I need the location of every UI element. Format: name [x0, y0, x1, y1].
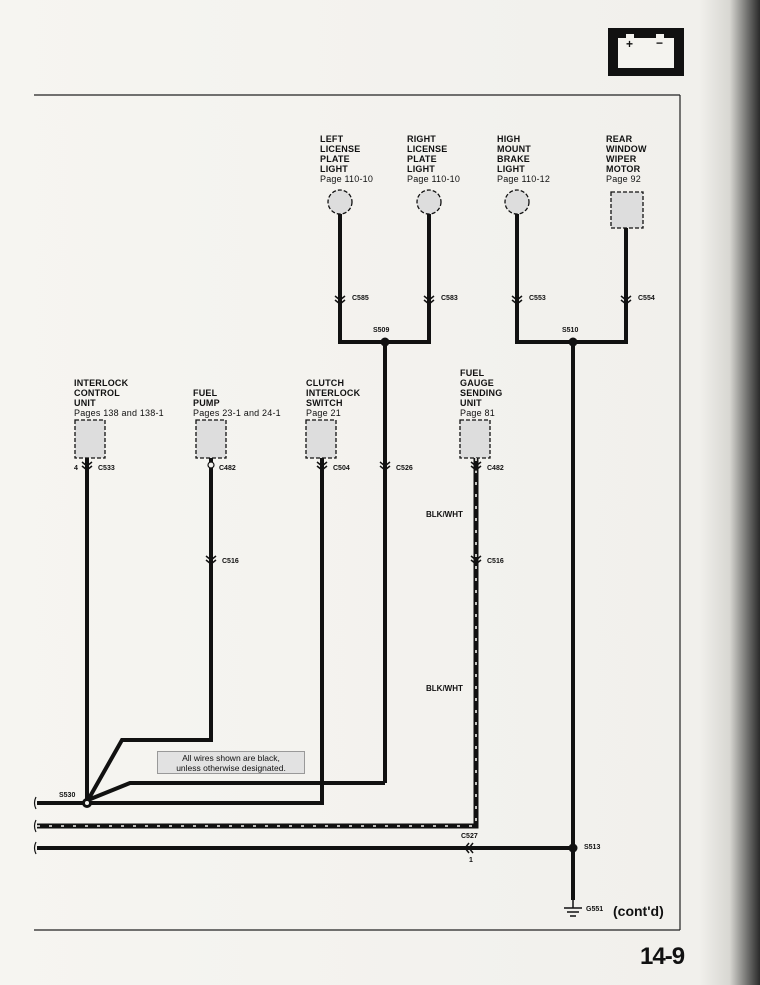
fuel-pump-connector-pin: [207, 461, 215, 469]
splice-s509: S509: [373, 327, 390, 334]
connector-chevrons: [81, 295, 632, 854]
black-wires: [37, 214, 628, 900]
splice-dots: [82, 337, 578, 853]
component-boxes: [74, 191, 644, 459]
svg-text:−: −: [656, 36, 663, 50]
splice-s530: S530: [59, 792, 76, 799]
c527-pin: 1: [469, 857, 473, 864]
s530-splice-center: [85, 801, 89, 805]
connector-c553: C553: [529, 295, 546, 302]
wire-break-marks: [33, 796, 37, 855]
connector-c583: C583: [441, 295, 458, 302]
connector-c482-fuel-gauge: C482: [487, 465, 504, 472]
page-number: 14-9: [640, 943, 685, 970]
wire-color-note: All wires shown are black, unless otherw…: [157, 751, 305, 774]
connector-c504: C504: [333, 465, 350, 472]
connector-c516-fuel-pump: C516: [222, 558, 239, 565]
splice-s510: S510: [562, 327, 579, 334]
splice-s513: S513: [584, 844, 601, 851]
connector-c526: C526: [396, 465, 413, 472]
ground-icon: [564, 900, 582, 917]
svg-text:+: +: [626, 37, 633, 51]
light-symbols: [327, 189, 530, 215]
connector-c533: C533: [98, 465, 115, 472]
c533-pin: 4: [74, 465, 78, 472]
connector-c516-fuel-gauge: C516: [487, 558, 504, 565]
connector-c585: C585: [352, 295, 369, 302]
wire-color-blk-wht-upper: BLK/WHT: [426, 510, 463, 519]
ground-g551: G551: [586, 906, 604, 913]
connector-c554: C554: [638, 295, 655, 302]
continued-label: (cont'd): [613, 903, 664, 919]
blk-wht-wire: [37, 458, 479, 829]
connector-c527: C527: [461, 833, 478, 840]
battery-icon: + −: [608, 28, 684, 76]
wire-color-blk-wht-lower: BLK/WHT: [426, 684, 463, 693]
connector-c482: C482: [219, 465, 236, 472]
